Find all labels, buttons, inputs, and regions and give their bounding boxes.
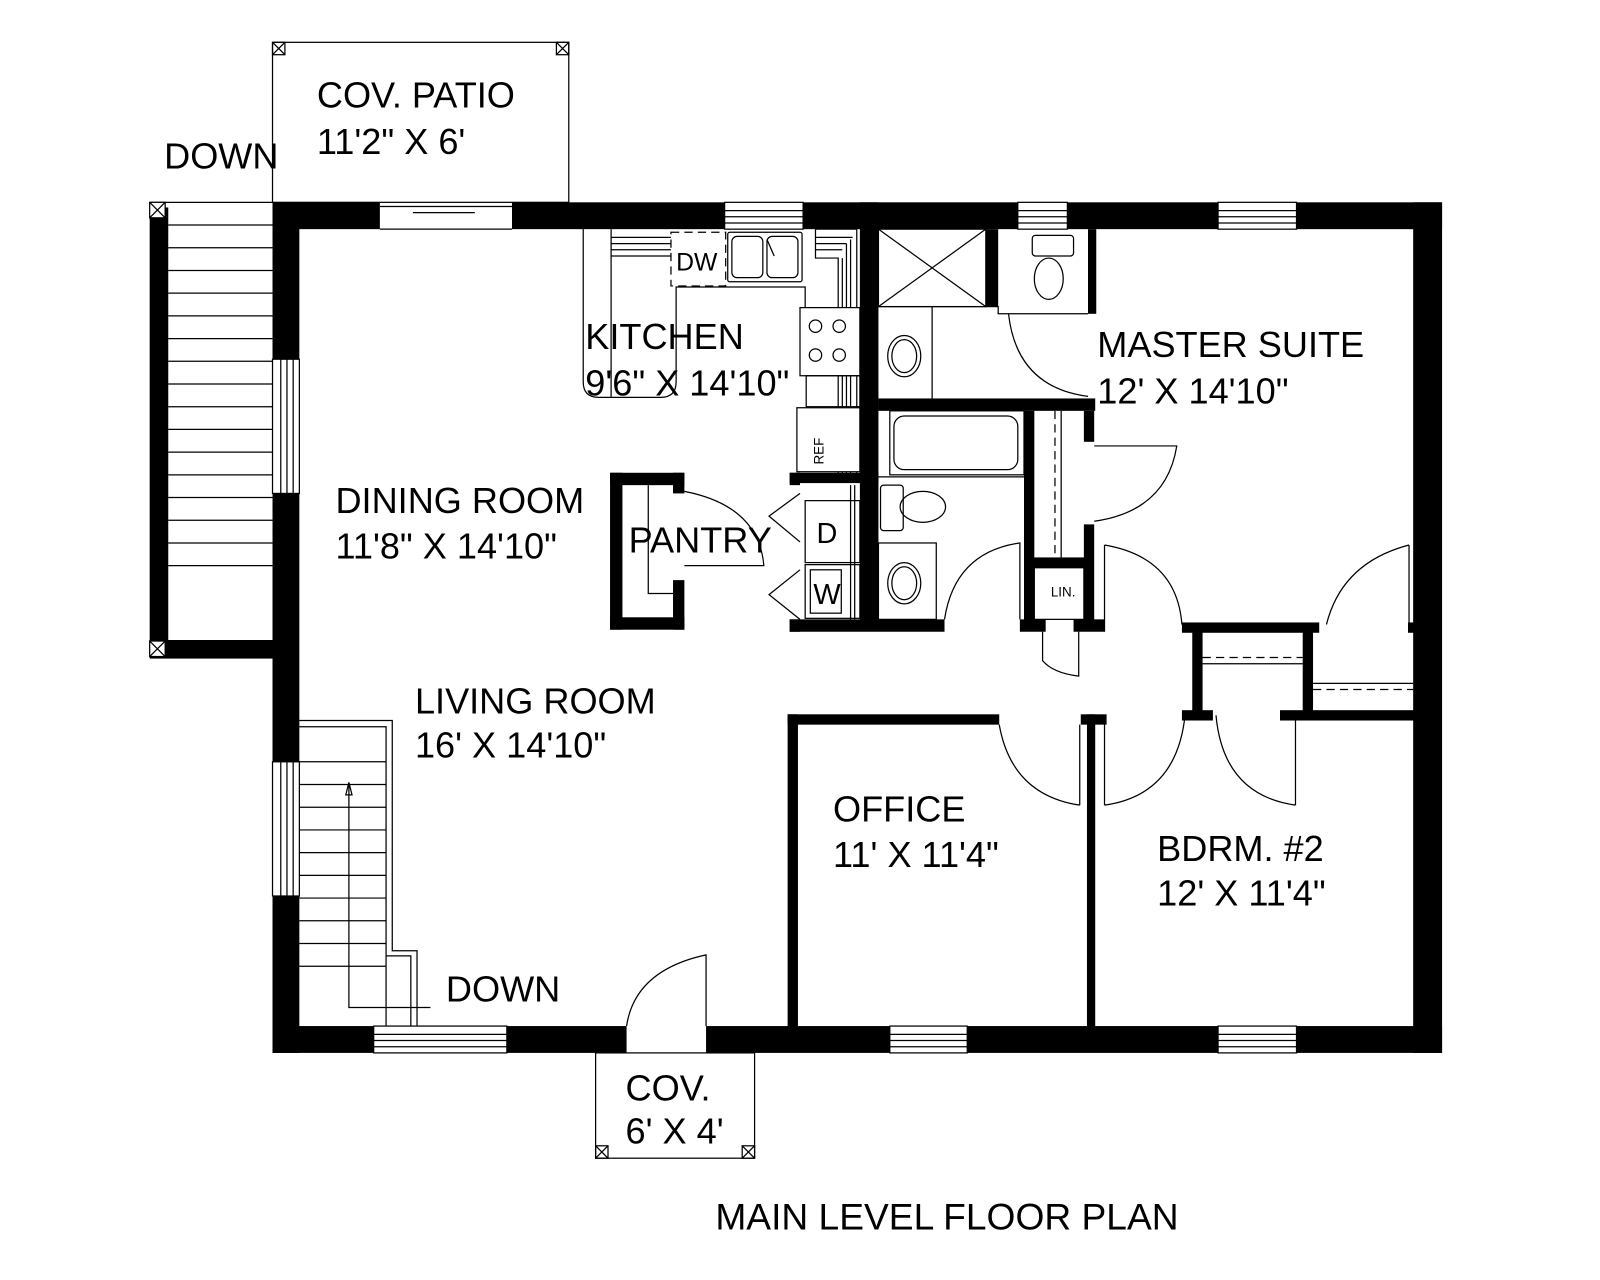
interior-walls — [610, 202, 1419, 1030]
toilet-icon — [1031, 234, 1075, 300]
window-left-living — [271, 761, 300, 897]
laundry: D W — [768, 485, 861, 620]
room-label-office: OFFICE — [833, 789, 965, 830]
room-label-master-suite: MASTER SUITE — [1097, 324, 1364, 365]
room-label-dining-room: DINING ROOM — [335, 480, 584, 521]
bathtub-icon — [889, 410, 1025, 476]
windows — [271, 201, 1298, 1054]
window-bottom-bedroom — [1217, 1025, 1298, 1054]
dishwasher-icon: DW — [670, 231, 727, 287]
sink-icon — [727, 231, 803, 283]
door-office — [998, 724, 1081, 806]
window-top-master — [1217, 201, 1298, 230]
refrigerator-icon: REF — [796, 407, 861, 473]
pantry: PANTRY — [629, 485, 772, 595]
doors — [625, 544, 1410, 1027]
door-entry — [625, 954, 707, 1027]
window-left-dining — [271, 358, 300, 495]
room-size-bedroom-2: 12' X 11'4" — [1157, 872, 1326, 913]
window-top-kitchen — [724, 201, 804, 230]
room-size-office: 11' X 11'4" — [833, 834, 999, 875]
room-size-cov-patio: 11'2" X 6' — [317, 121, 465, 162]
post-icon — [271, 41, 570, 56]
covered-entry: COV. 6' X 4' — [594, 1052, 756, 1159]
exterior-stair: DOWN — [149, 135, 279, 659]
dryer-icon: D — [804, 500, 861, 564]
door-bedroom — [1215, 715, 1297, 806]
room-size-master-suite: 12' X 14'10" — [1097, 371, 1288, 412]
plan-title: MAIN LEVEL FLOOR PLAN — [715, 1195, 1178, 1237]
washer-icon: W — [804, 564, 861, 619]
door-master — [1103, 544, 1183, 632]
interior-stair: DOWN — [299, 719, 560, 1027]
door-hall-bath — [1103, 715, 1186, 806]
lavatory-icon — [887, 334, 922, 378]
room-size-dining-room: 11'8" X 14'10" — [335, 525, 556, 566]
room-label-cov-entry: COV. — [626, 1067, 711, 1108]
room-label-kitchen: KITCHEN — [585, 316, 744, 357]
room-size-cov-entry: 6' X 4' — [626, 1111, 724, 1152]
room-label-cov-patio: COV. PATIO — [317, 74, 515, 115]
window-top-bath — [1017, 201, 1068, 230]
kitchen: DW REF KITCHEN 9'6" X 14'10" — [582, 228, 861, 475]
room-size-living-room: 16' X 14'10" — [415, 725, 606, 766]
sliding-door — [379, 205, 512, 230]
svg-text:D: D — [817, 518, 838, 550]
covered-patio: COV. PATIO 11'2" X 6' — [271, 41, 570, 203]
door-closet — [1325, 544, 1410, 625]
svg-text:W: W — [813, 579, 841, 611]
toilet-icon — [879, 484, 947, 532]
stair-arrow-icon — [348, 782, 431, 1009]
hall-bath — [877, 410, 1025, 620]
stair-label-interior-down: DOWN — [446, 968, 560, 1009]
room-label-bedroom-2: BDRM. #2 — [1157, 828, 1324, 869]
post-icon — [149, 201, 166, 658]
room-label-pantry: PANTRY — [629, 519, 772, 560]
stair-label-exterior-down: DOWN — [164, 135, 278, 176]
window-bottom-office — [889, 1025, 968, 1054]
post-icon — [594, 1145, 756, 1159]
linen-label: LIN. — [1051, 585, 1076, 600]
svg-text:REF: REF — [812, 438, 827, 465]
room-size-kitchen: 9'6" X 14'10" — [585, 362, 789, 403]
range-icon — [799, 306, 861, 377]
room-label-living-room: LIVING ROOM — [415, 680, 656, 721]
closets: LIN. — [1033, 410, 1414, 691]
shower-icon — [877, 228, 987, 308]
svg-text:DW: DW — [676, 249, 718, 276]
lavatory-icon — [887, 561, 922, 605]
master-bath — [877, 228, 1089, 399]
window-bottom-living — [373, 1025, 508, 1054]
